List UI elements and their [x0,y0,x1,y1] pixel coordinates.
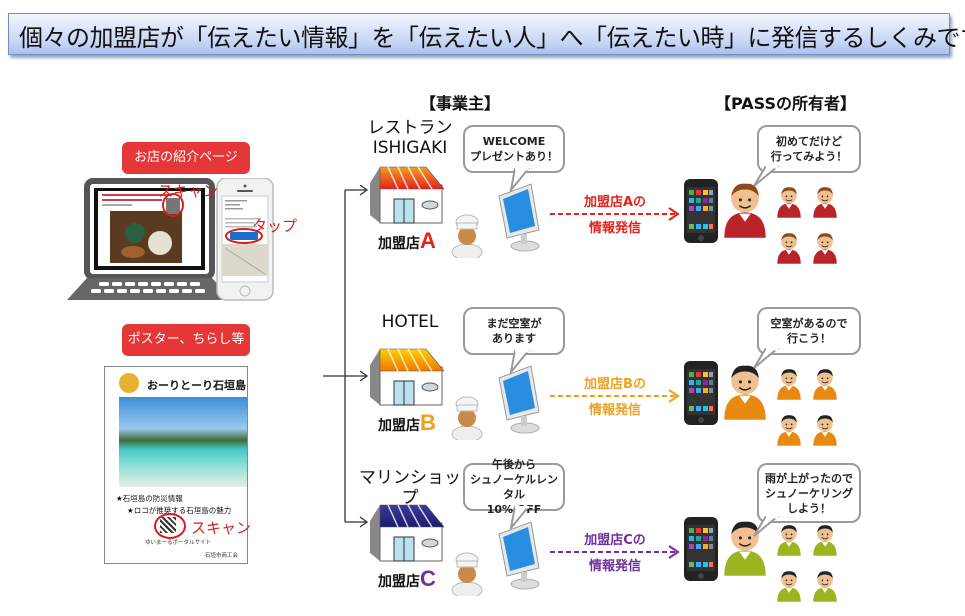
user-bubble-tail [753,348,780,369]
title-banner: 個々の加盟店が「伝えたい情報」を「伝えたい人」へ「伝えたい時」に発信するしくみで… [8,13,965,55]
pc-monitor-icon [498,365,540,434]
store-icon [370,348,445,406]
pass-owner-group-icon [777,369,801,400]
user-reaction-bubble: 空室があるので 行こう！ [757,307,861,355]
poster-flyer: おーりとーり石垣島 ★石垣島の防災情報 ★ロコが推奨する石垣島の魅力 スキャン … [104,366,252,564]
broadcast-line-1: 加盟店Bの [584,377,646,392]
mascot-icon [119,373,139,393]
pass-owner-group-icon [777,415,801,446]
member-prefix: 加盟店 [378,236,420,252]
laptop-and-phone-illustration [67,178,274,301]
broadcast-line-2: 情報発信 [588,559,641,574]
pass-owner-main-icon [724,365,766,420]
shop-message-bubble: 午後から シュノーケルレンタル 10% OFF [463,458,565,516]
arrow-head-a [359,185,369,196]
laptop-icon [67,178,232,300]
shop-name: HOTEL [381,312,439,332]
broadcast-label: 加盟店Cの 情報発信 [565,530,665,578]
broadcast-line-2: 情報発信 [588,403,641,418]
bubble-tail [509,506,531,532]
broadcast-arrow [550,207,680,221]
page-title: 個々の加盟店が「伝えたい情報」を「伝えたい人」へ「伝えたい時」に発信するしくみで… [19,24,965,52]
user-reaction-bubble: 雨が上がったので シュノーケリング しよう！ [757,463,861,523]
pass-owner-main-icon [724,521,766,576]
member-store-label: 加盟店C [378,566,436,592]
member-store-label: 加盟店A [378,228,436,254]
shop-message-bubble: まだ空室が あります [463,307,565,355]
keyboard-keys [91,282,205,293]
pass-owner-group-icon [813,415,837,446]
pc-monitor-icon [498,183,540,252]
qr-highlight-circle [154,513,186,539]
pass-owner-group-icon [777,187,801,218]
smartphone-icon [216,178,274,301]
member-prefix: 加盟店 [378,418,420,434]
member-letter: C [420,566,436,591]
member-letter: B [420,410,436,435]
user-bubble-tail [753,516,780,537]
broadcast-arrow [550,389,680,403]
store-icon [370,166,445,224]
user-reaction-bubble: 初めてだけど 行ってみよう！ [757,125,861,173]
shop-name: マリンショップ [359,468,461,508]
pass-owner-main-icon [724,183,766,238]
mobile-phone-icon [684,361,718,425]
mobile-phone-icon [684,517,718,581]
broadcast-label: 加盟店Bの 情報発信 [565,374,665,422]
scan-label-poster: スキャン [191,519,252,537]
member-prefix: 加盟店 [378,574,420,590]
arrow-head-c [359,516,369,528]
shop-owner-chef-icon [451,396,483,440]
pass-owner-group-icon [813,233,837,264]
poster-line-1: ★石垣島の防災情報 [116,494,183,503]
shop-owner-chef-icon [451,552,483,596]
broadcast-line-1: 加盟店Aの [583,195,647,210]
scan-label-web: スキャン [158,182,219,200]
poster-heading: おーりとーり石垣島 [147,379,246,392]
business-owner-header: 【事業主】 [420,94,501,113]
poster-line-2: ★ロコが推奨する石垣島の魅力 [127,506,232,515]
tap-label: タップ [252,217,298,235]
pass-owner-group-icon [777,525,801,556]
pass-owner-group-icon [813,571,837,602]
pc-monitor-icon [498,521,540,590]
user-bubble-tail [753,166,780,187]
shop-message-bubble: WELCOME プレゼントあり！ [463,125,565,173]
pass-owner-group-icon [813,369,837,400]
broadcast-line-2: 情報発信 [588,221,641,236]
broadcast-label: 加盟店Aの 情報発信 [565,192,665,240]
poster-qr-caption: ゆいまーるポータルサイト [145,540,212,546]
member-letter: A [420,228,436,253]
arrow-head-b [359,370,369,382]
mobile-phone-icon [684,179,718,243]
poster-label: ポスター、ちらし等 [122,324,250,356]
poster-publisher: 石垣市商工会 [205,553,239,559]
broadcast-arrow [550,545,680,559]
distribution-connector [323,185,369,528]
bubble-tail [509,350,531,376]
web-page-label: お店の紹介ページ [122,142,250,174]
broadcast-line-1: 加盟店Cの [584,533,646,548]
pass-owner-header: 【PASSの所有者】 [715,94,856,113]
shop-name: レストラン ISHIGAKI [367,118,453,158]
pass-owner-group-icon [813,187,837,218]
member-store-label: 加盟店B [378,410,436,436]
beach-photo [119,397,247,487]
pass-owner-group-icon [777,571,801,602]
store-icon [370,504,445,562]
shop-owner-chef-icon [451,214,483,258]
bubble-tail [509,168,531,194]
pass-owner-group-icon [813,525,837,556]
pass-owner-group-icon [777,233,801,264]
